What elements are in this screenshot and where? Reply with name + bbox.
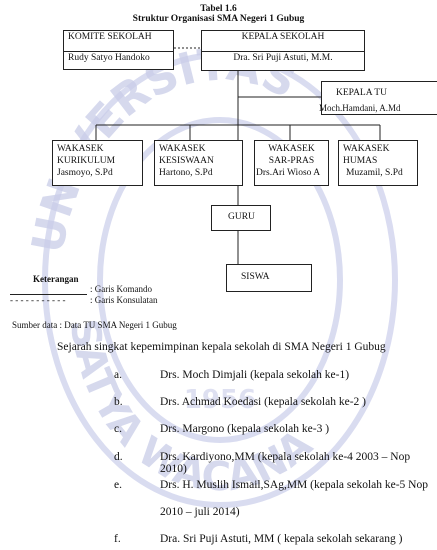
kepala-name: Dra. Sri Puji Astuti, M.M. [202,51,364,65]
wakasek-title: WAKASEK [159,144,206,154]
history-heading: Sejarah singkat kepemimpinan kepala seko… [57,341,386,353]
wakasek-title: WAKASEK [57,144,104,154]
list-item-text: Dra. Sri Puji Astuti, MM ( kepala sekola… [160,533,403,545]
guru-box: GURU [211,205,271,231]
list-item-number: c. [114,423,122,435]
kepala-sekolah-box: KEPALA SEKOLAH Dra. Sri Puji Astuti, M.M… [201,30,365,71]
list-item-number: e. [114,479,122,491]
wakasek-role: SAR-PRAS [268,156,315,166]
wakasek-humas-box: WAKASEK HUMAS Muzamil, S.Pd [338,140,418,186]
kepala-tu-title: KEPALA TU [336,88,387,98]
list-item-text: Drs. Margono (kepala sekolah ke-3 ) [160,423,330,435]
wakasek-name: Hartono, S.Pd [159,168,213,178]
wakasek-sarpras-box: WAKASEK SAR-PRAS Drs.Ari Wioso A [254,140,329,186]
list-item-text: Drs. Kardiyono,MM (kepala sekolah ke-4 2… [160,451,411,475]
wakasek-role: KESISWAAN [159,156,214,166]
kepala-tu-box: KEPALA TU [321,81,437,115]
legend-dashed-label: : Garis Konsulatan [90,295,158,305]
list-item-text: Drs. Achmad Koedasi (kepala sekolah ke-2… [160,396,366,408]
table-label: Tabel 1.6 [200,4,237,14]
wakasek-title: WAKASEK [343,144,390,154]
komite-sekolah-box: KOMITE SEKOLAH Rudy Satyo Handoko [63,30,174,70]
komite-title: KOMITE SEKOLAH [68,32,152,42]
wakasek-kesiswaan-box: WAKASEK KESISWAAN Hartono, S.Pd [154,140,243,186]
source-note: Sumber data : Data TU SMA Negeri 1 Gubug [12,320,177,330]
legend-solid-line [10,294,87,295]
guru-label: GURU [228,212,255,222]
list-item-number: d. [114,451,123,463]
wakasek-name: Drs.Ari Wioso A [256,168,321,178]
komite-name: Rudy Satyo Handoko [64,51,173,65]
legend-dashed-marks: - - - - - - - - - - - [10,295,66,305]
list-item-text: Drs. Moch Dimjali (kepala sekolah ke-1) [160,369,350,381]
list-item-continuation: 2010 – juli 2014) [160,506,240,518]
wakasek-kurikulum-box: WAKASEK KURIKULUM Jasmoyo, S.Pd [52,140,143,186]
table-title: Struktur Organisasi SMA Negeri 1 Gubug [132,14,305,24]
siswa-label: SISWA [241,272,270,282]
siswa-box: SISWA [226,264,312,292]
list-item-number: a. [114,369,122,381]
list-item-number: b. [114,396,123,408]
list-item-number: f. [114,533,121,545]
list-item-text: Drs. H. Muslih Ismail,SAg,MM (kepala sek… [160,479,428,491]
wakasek-role: HUMAS [343,156,378,166]
wakasek-name: Jasmoyo, S.Pd [57,168,113,178]
legend-solid-label: : Garis Komando [90,284,152,294]
wakasek-title: WAKASEK [268,144,315,154]
kepala-title: KEPALA SEKOLAH [241,32,325,42]
wakasek-role: KURIKULUM [57,156,116,166]
kepala-tu-name: Moch.Hamdani, A.Md [319,103,401,113]
wakasek-name: Muzamil, S.Pd [346,168,403,178]
legend-title: Keterangan [33,274,79,284]
